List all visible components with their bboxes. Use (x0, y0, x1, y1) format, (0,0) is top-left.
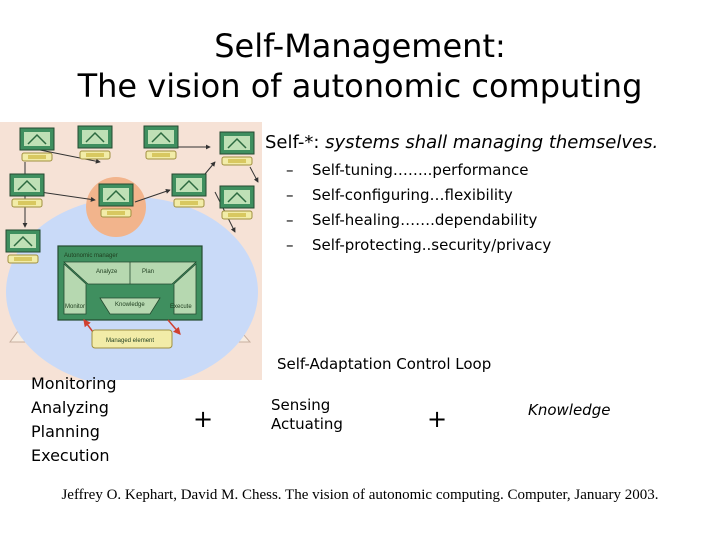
autonomic-element-icon-4 (219, 131, 255, 166)
mape-analyzing: Analyzing (31, 398, 109, 417)
connector-1 (39, 149, 101, 164)
plus-sign-2: + (427, 405, 448, 433)
managed-element-label: Managed element (106, 338, 154, 344)
bullet-text: Self-healing…….dependability (312, 211, 538, 229)
mape-monitoring: Monitoring (31, 374, 117, 393)
mape-planning: Planning (31, 422, 100, 441)
mape-list: Monitoring Analyzing Planning Execution (31, 372, 117, 468)
sensing-label: Sensing (271, 396, 331, 414)
autonomic-manager-label: Autonomic manager (64, 253, 118, 259)
bullet-dash: – (286, 236, 294, 254)
self-star-list: –Self-tuning……..performance –Self-config… (286, 158, 551, 258)
knowledge-text: Knowledge (528, 401, 611, 419)
bullet-text: Self-tuning……..performance (312, 161, 529, 179)
managed-element-box (91, 329, 173, 349)
sensing-actuating: Sensing Actuating (271, 396, 343, 434)
effector-arrow (167, 319, 181, 335)
intro-line: Self-*: systems shall managing themselve… (265, 132, 658, 153)
bullet-self-healing: –Self-healing…….dependability (286, 208, 551, 233)
autonomic-element-icon-9 (5, 229, 41, 264)
plus-sign-1: + (193, 405, 214, 433)
knowledge-panel (99, 297, 161, 315)
autonomic-element-icon-6 (98, 183, 134, 218)
control-loop-label: Self-Adaptation Control Loop (277, 355, 492, 373)
title-line-2: The vision of autonomic computing (77, 67, 643, 105)
monitor-label: Monitor (65, 304, 85, 310)
monitor-panel (63, 263, 87, 315)
bullet-dash: – (286, 186, 294, 204)
autonomic-element-icon-2 (77, 125, 113, 160)
bullet-text: Self-protecting..security/privacy (312, 236, 552, 254)
connector-4 (134, 188, 171, 203)
bullet-self-configuring: –Self-configuring…flexibility (286, 183, 551, 208)
bullet-dash: – (286, 211, 294, 229)
autonomic-element-icon-7 (171, 173, 207, 208)
autonomic-element-icon-3 (143, 125, 179, 160)
autonomic-element-icon-8 (219, 185, 255, 220)
bullet-self-tuning: –Self-tuning……..performance (286, 158, 551, 183)
bullet-self-protecting: –Self-protecting..security/privacy (286, 233, 551, 258)
autonomic-element-icon-1 (19, 127, 55, 162)
bullet-dash: – (286, 161, 294, 179)
knowledge-label: Knowledge (115, 302, 145, 308)
execute-label: Execute (170, 304, 192, 310)
bullet-text: Self-configuring…flexibility (312, 186, 513, 204)
intro-prefix: Self-*: (265, 132, 326, 153)
autonomic-system-diagram: Autonomic manager Analyze Plan Monitor E… (0, 122, 262, 387)
intro-italic: systems shall managing themselves. (325, 132, 659, 153)
plan-label: Plan (142, 269, 154, 275)
execute-panel (173, 263, 197, 315)
analyze-label: Analyze (96, 269, 118, 275)
title-line-1: Self-Management: (214, 27, 506, 65)
citation: Jeffrey O. Kephart, David M. Chess. The … (61, 487, 659, 503)
slide-title: Self-Management: The vision of autonomic… (0, 26, 720, 106)
connector-8 (249, 166, 259, 183)
autonomic-system-figure: Autonomic manager Analyze Plan Monitor E… (0, 122, 262, 387)
actuating-label: Actuating (271, 415, 343, 433)
mape-execution: Execution (31, 446, 110, 465)
autonomic-element-icon-5 (9, 173, 45, 208)
connector-3 (39, 191, 96, 202)
